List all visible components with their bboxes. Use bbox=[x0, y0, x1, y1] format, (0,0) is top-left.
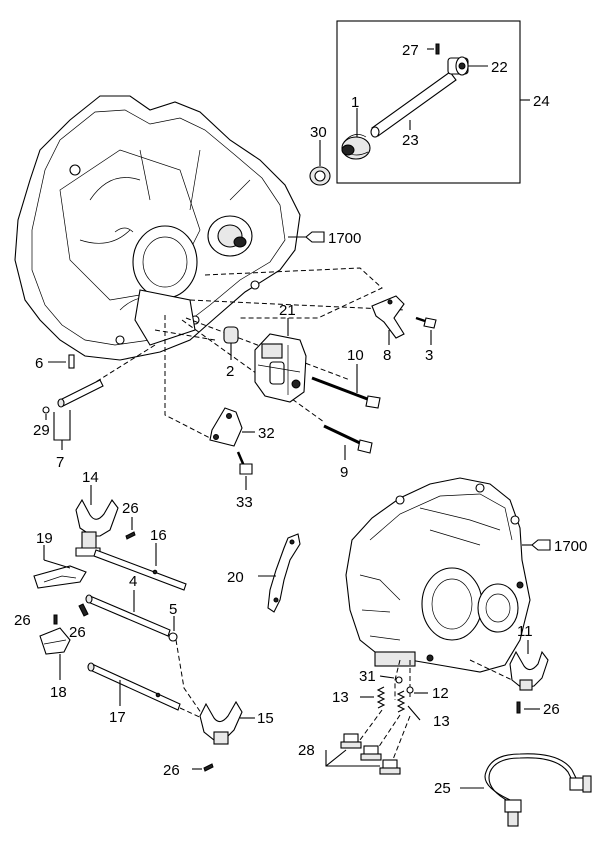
label-30: 30 bbox=[310, 124, 327, 141]
label-25: 25 bbox=[434, 780, 451, 797]
pin-26-b bbox=[53, 614, 58, 625]
pin-26-c bbox=[78, 603, 89, 617]
label-17: 17 bbox=[109, 709, 126, 726]
label-14: 14 bbox=[82, 469, 99, 486]
bolt-3 bbox=[415, 316, 437, 345]
label-26a: 26 bbox=[122, 500, 139, 517]
fork-19 bbox=[33, 545, 87, 589]
label-9: 9 bbox=[340, 464, 348, 481]
label-19: 19 bbox=[36, 530, 53, 547]
ball-31 bbox=[379, 675, 403, 684]
label-18: 18 bbox=[50, 684, 67, 701]
plug-28-c bbox=[379, 759, 401, 775]
label-1: 1 bbox=[351, 94, 359, 111]
label-11: 11 bbox=[517, 623, 533, 640]
bolt-9 bbox=[323, 424, 373, 460]
label-1700-bottom: 1700 bbox=[554, 538, 587, 555]
guide-line-d bbox=[181, 319, 325, 423]
fork-14 bbox=[75, 485, 119, 557]
label-33: 33 bbox=[236, 494, 253, 511]
shift-rod-23 bbox=[370, 71, 457, 138]
bracket-20 bbox=[258, 533, 301, 613]
label-15: 15 bbox=[257, 710, 274, 727]
label-6: 6 bbox=[35, 355, 43, 372]
label-13b: 13 bbox=[433, 713, 450, 730]
rod-17 bbox=[87, 662, 181, 711]
fork-15 bbox=[199, 700, 255, 745]
joint-22 bbox=[447, 56, 488, 76]
label-28: 28 bbox=[298, 742, 315, 759]
bolt-33 bbox=[236, 451, 253, 490]
guide-line-c bbox=[185, 317, 351, 381]
rod-16 bbox=[93, 543, 187, 591]
inset-box bbox=[336, 20, 521, 184]
label-31: 31 bbox=[359, 668, 376, 685]
pin-6 bbox=[48, 354, 75, 369]
label-23: 23 bbox=[402, 132, 419, 149]
pin-26-a bbox=[125, 517, 136, 540]
guide-line-e bbox=[164, 315, 211, 439]
pin-26-e bbox=[516, 701, 540, 714]
label-2: 2 bbox=[226, 363, 234, 380]
label-4: 4 bbox=[129, 573, 137, 590]
ref-arrow-1700-bottom bbox=[531, 539, 551, 551]
spring-13-a bbox=[360, 686, 386, 709]
pin-27 bbox=[427, 43, 440, 55]
shift-control-21 bbox=[254, 318, 307, 403]
label-27: 27 bbox=[402, 42, 419, 59]
transmission-case-rear bbox=[345, 477, 536, 673]
label-24: 24 bbox=[533, 93, 550, 110]
label-29: 29 bbox=[33, 422, 50, 439]
plug-28-a bbox=[340, 733, 362, 749]
label-12: 12 bbox=[432, 685, 449, 702]
label-26e: 26 bbox=[543, 701, 560, 718]
plate-32 bbox=[209, 407, 255, 447]
selector-18 bbox=[39, 627, 71, 680]
plug-28-b bbox=[360, 745, 382, 761]
label-1700-top: 1700 bbox=[328, 230, 361, 247]
boot-1 bbox=[341, 108, 371, 160]
label-7: 7 bbox=[56, 454, 64, 471]
shaft-7 bbox=[53, 379, 104, 450]
transmission-case-main bbox=[14, 95, 310, 361]
rod-4 bbox=[85, 590, 171, 637]
guide-line-b bbox=[189, 299, 406, 311]
fork-11 bbox=[509, 640, 549, 691]
ball-12 bbox=[406, 686, 428, 694]
label-20: 20 bbox=[227, 569, 244, 586]
label-13a: 13 bbox=[332, 689, 349, 706]
label-26d: 26 bbox=[163, 762, 180, 779]
label-26b: 26 bbox=[14, 612, 31, 629]
label-8: 8 bbox=[383, 347, 391, 364]
spring-13-b bbox=[396, 690, 421, 721]
ref-arrow-1700-top bbox=[305, 231, 325, 243]
guide-line-g bbox=[154, 329, 216, 341]
clip-29 bbox=[42, 406, 50, 420]
guide-line-a bbox=[204, 267, 383, 319]
sensor-25 bbox=[460, 753, 592, 827]
clip-5 bbox=[168, 616, 178, 642]
pin-26-d bbox=[192, 763, 214, 772]
label-32: 32 bbox=[258, 425, 275, 442]
seal-30 bbox=[309, 140, 331, 186]
label-5: 5 bbox=[169, 601, 177, 618]
label-10: 10 bbox=[347, 347, 364, 364]
label-26c: 26 bbox=[69, 624, 86, 641]
label-21: 21 bbox=[279, 302, 296, 319]
bush-2 bbox=[223, 326, 239, 360]
label-3: 3 bbox=[425, 347, 433, 364]
bracket-8 bbox=[371, 295, 405, 345]
bolt-10 bbox=[311, 364, 381, 409]
label-22: 22 bbox=[491, 59, 508, 76]
label-16: 16 bbox=[150, 527, 167, 544]
